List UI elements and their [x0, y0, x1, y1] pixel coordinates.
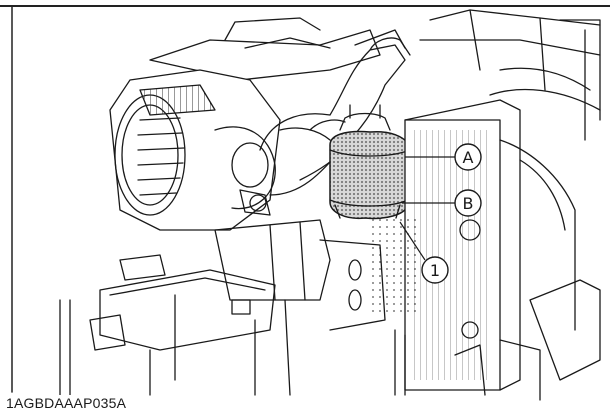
intake-hose — [259, 29, 411, 196]
callout-1: 1 — [421, 256, 449, 284]
fuel-filter — [309, 104, 411, 220]
figure-code: 1AGBDAAAP035A — [4, 395, 129, 411]
air-cleaner — [109, 69, 281, 231]
callout-1-label: 1 — [430, 261, 440, 280]
mounting-bracket — [214, 219, 486, 396]
callout-b: B — [454, 189, 482, 217]
callout-a-label: A — [463, 148, 474, 167]
callout-leaders — [399, 156, 455, 261]
background-structure — [149, 9, 601, 141]
callout-b-label: B — [463, 194, 474, 213]
battery-area — [59, 254, 276, 396]
radiator-core — [370, 99, 601, 401]
callout-a: A — [454, 143, 482, 171]
